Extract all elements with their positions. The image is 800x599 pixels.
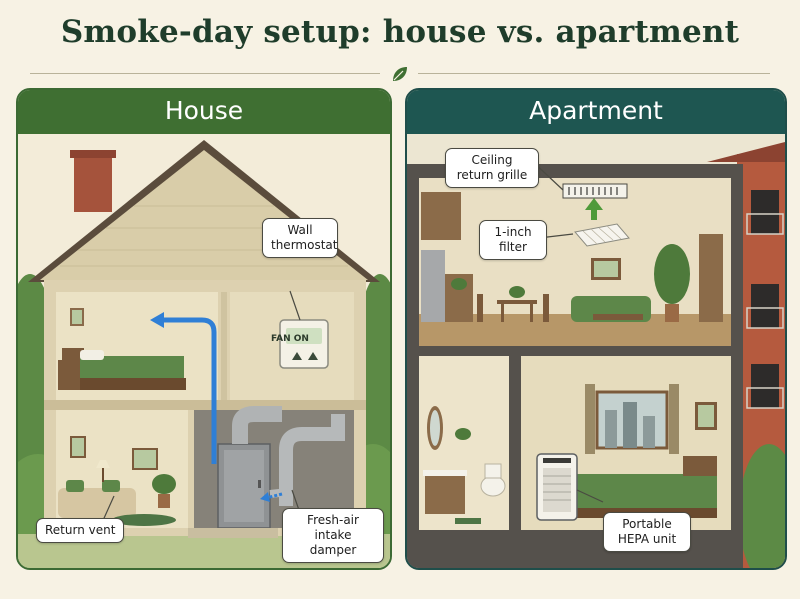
ceiling-return-grille-callout: Ceiling return grille bbox=[445, 148, 539, 188]
house-illustration bbox=[18, 140, 390, 568]
return-vent-callout: Return vent bbox=[36, 518, 125, 543]
leaf-icon bbox=[393, 67, 407, 81]
wall-thermostat-label: Wall thermostat bbox=[271, 223, 338, 252]
one-inch-filter-callout: 1-inch filter bbox=[479, 220, 547, 260]
house-panel: House bbox=[16, 88, 392, 570]
wall-thermostat-callout: Wall thermostat bbox=[262, 218, 338, 258]
apartment-panel: Apartment bbox=[405, 88, 787, 570]
apartment-heading: Apartment bbox=[407, 90, 785, 134]
fresh-air-damper-callout: Fresh-air intake damper bbox=[282, 508, 384, 563]
ceiling-return-grille-label: Ceiling return grille bbox=[456, 153, 528, 182]
fresh-air-damper-label: Fresh-air intake damper bbox=[307, 513, 359, 557]
portable-hepa-unit-callout: Portable HEPA unit bbox=[603, 512, 691, 552]
title-rule-left bbox=[30, 73, 380, 74]
house-heading: House bbox=[18, 90, 390, 134]
one-inch-filter-label: 1-inch filter bbox=[494, 225, 532, 254]
page-title: Smoke-day setup: house vs. apartment bbox=[60, 14, 740, 50]
portable-hepa-unit-label: Portable HEPA unit bbox=[617, 517, 677, 546]
thermostat-display: FAN ON bbox=[271, 334, 309, 344]
title-rule-right bbox=[418, 73, 770, 74]
apartment-illustration bbox=[407, 142, 785, 568]
return-vent-label: Return vent bbox=[45, 523, 116, 537]
